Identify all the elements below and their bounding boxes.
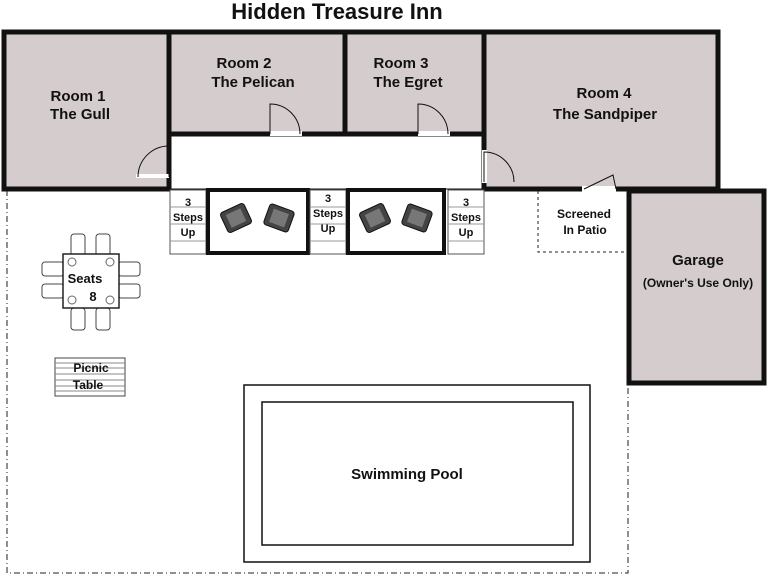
room-2-subtitle: The Pelican (211, 74, 294, 91)
room-3[interactable]: Room 3 The Egret (342, 29, 487, 137)
steps-2-word: Steps (313, 208, 343, 220)
chair-icon (41, 233, 141, 331)
room-1-name: Room 1 (50, 88, 105, 105)
steps-1: 3 Steps Up (169, 189, 207, 255)
room-3-name: Room 3 (373, 55, 428, 72)
room-4-subtitle: The Sandpiper (553, 106, 657, 123)
steps-2: 3 Steps Up (309, 189, 347, 255)
plan-title: Hidden Treasure Inn (231, 0, 443, 24)
room-1[interactable]: Room 1 The Gull (1, 29, 172, 192)
dining-table: Seats 8 (41, 233, 141, 331)
planter-1 (206, 188, 310, 255)
room-4[interactable]: Room 4 The Sandpiper (481, 29, 721, 192)
patio-door (582, 174, 617, 192)
chair-icon (220, 203, 252, 233)
steps-3-word: Steps (451, 212, 481, 224)
screened-patio[interactable]: Screened In Patio (537, 191, 628, 253)
room-2-name: Room 2 (216, 55, 271, 72)
pool-label: Swimming Pool (351, 466, 463, 483)
patio-label-2: In Patio (563, 223, 606, 237)
room-2-door (269, 103, 302, 136)
chair-icon (263, 203, 295, 233)
yard-boundary (6, 190, 629, 574)
steps-3-up: Up (459, 227, 474, 239)
steps-3: 3 Steps Up (447, 189, 485, 255)
room-1-subtitle: The Gull (50, 106, 110, 123)
room-1-door (136, 145, 170, 178)
steps-3-count: 3 (463, 197, 469, 209)
steps-1-up: Up (181, 227, 196, 239)
swimming-pool[interactable]: Swimming Pool (243, 384, 591, 563)
steps-2-up: Up (321, 223, 336, 235)
garage-label: Garage (672, 252, 724, 269)
room-2[interactable]: Room 2 The Pelican (166, 29, 348, 137)
picnic-label-2: Table (73, 378, 104, 392)
room-3-subtitle: The Egret (373, 74, 442, 91)
garage-area (626, 188, 767, 386)
hallway (168, 134, 484, 190)
steps-2-count: 3 (325, 193, 331, 205)
garage-note: (Owner's Use Only) (643, 276, 753, 290)
room-4-name: Room 4 (576, 85, 632, 102)
room-3-door (417, 103, 450, 136)
planter-2 (346, 188, 446, 255)
steps-1-word: Steps (173, 212, 203, 224)
dining-seats-count: 8 (89, 289, 96, 304)
chair-icon (359, 203, 391, 233)
garage[interactable]: Garage (Owner's Use Only) (626, 188, 767, 386)
steps-1-count: 3 (185, 197, 191, 209)
pool-water (261, 401, 574, 546)
room-3-area (342, 29, 487, 137)
picnic-label-1: Picnic (73, 361, 109, 375)
chair-icon (401, 203, 433, 233)
dining-seats-label: Seats (68, 271, 103, 286)
picnic-table: Picnic Table (54, 357, 126, 397)
room-4-door (482, 150, 515, 183)
patio-label-1: Screened (557, 207, 611, 221)
